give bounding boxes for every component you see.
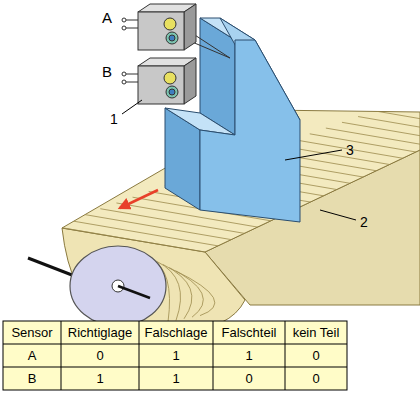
table-grid [3, 321, 347, 390]
hatch-line [163, 264, 192, 318]
leader-line [320, 210, 356, 220]
hatch-line [358, 117, 420, 150]
hatch-line [52, 226, 245, 259]
hatch-line [84, 214, 277, 247]
callout-number: 3 [346, 143, 354, 157]
sensor-b [138, 58, 196, 104]
table-header: Sensor [4, 322, 60, 343]
table-cell: 0 [214, 368, 284, 389]
table-header: kein Teil [286, 322, 346, 343]
table-header: Falschlage [140, 322, 212, 343]
table-cell: 0 [286, 345, 346, 366]
leader-line [285, 150, 342, 160]
table-cell: 0 [286, 368, 346, 389]
table-cell: 1 [140, 345, 212, 366]
hatch-line [169, 268, 203, 318]
hatch-line [374, 111, 420, 144]
hatch-line [294, 140, 420, 173]
sensor-a [138, 4, 196, 50]
direction-arrow [120, 190, 158, 208]
table-header: Falschteil [214, 322, 284, 343]
table-cell: A [4, 345, 60, 366]
table-cell: B [4, 368, 60, 389]
hatch-line [68, 220, 261, 253]
table-cell: 1 [62, 368, 138, 389]
roller-disk [70, 246, 166, 326]
table-cell: 0 [62, 345, 138, 366]
callout-number: 2 [360, 215, 368, 229]
hatch-line [310, 134, 420, 167]
sensor-terminals [122, 18, 138, 84]
leader-line [122, 100, 142, 114]
table-cell: 1 [214, 345, 284, 366]
table-header: Richtiglage [62, 322, 138, 343]
sensor-letter: A [102, 10, 112, 25]
table-cell: 1 [140, 368, 212, 389]
callout-number: 1 [110, 112, 118, 126]
hatch-line [390, 105, 420, 138]
hatch-line [176, 271, 215, 316]
sensor-letter: B [102, 64, 112, 79]
shaft [118, 286, 150, 298]
